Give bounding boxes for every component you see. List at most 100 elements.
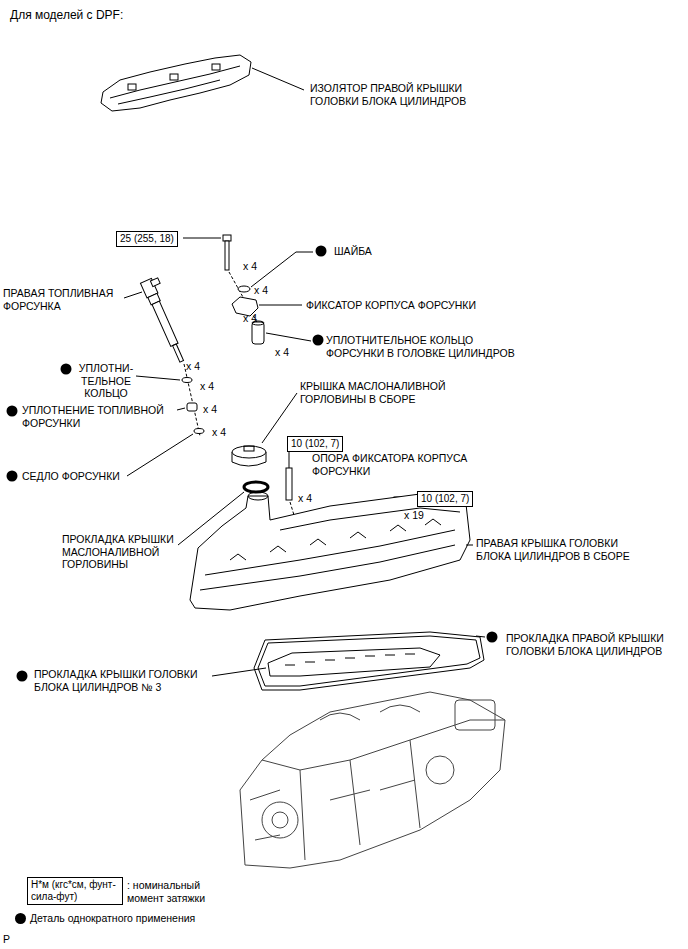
engine-figure bbox=[250, 780, 415, 840]
injector-part bbox=[150, 278, 160, 287]
quantity-label: x 4 bbox=[254, 284, 268, 297]
single-use-mark bbox=[487, 632, 498, 643]
o-ring-part bbox=[182, 378, 192, 383]
leader-line bbox=[476, 636, 485, 637]
torque-value: 25 (255, 18) bbox=[120, 233, 174, 245]
gasket3-part bbox=[268, 648, 440, 676]
center-line bbox=[184, 364, 200, 436]
leader-line bbox=[252, 68, 304, 90]
cover-part bbox=[200, 545, 455, 590]
quantity-label: x 4 bbox=[243, 260, 257, 273]
insulator-part bbox=[101, 55, 251, 111]
leader-line bbox=[259, 305, 302, 306]
part-label: УПЛОТНЕНИЕ ТОПЛИВНОЙ ФОРСУНКИ bbox=[22, 404, 174, 429]
single-use-mark bbox=[313, 335, 324, 346]
part-label: УПЛОТНИТЕЛЬНОЕ КОЛЬЦО ФОРСУНКИ В ГОЛОВКЕ… bbox=[326, 334, 531, 359]
seat-part bbox=[194, 429, 204, 434]
single-use-mark bbox=[7, 246, 498, 682]
leader-line bbox=[251, 252, 313, 287]
single-use-mark bbox=[316, 246, 327, 257]
quantity-label: x 19 bbox=[404, 509, 424, 522]
torque-value: 10 (102, 7) bbox=[291, 438, 339, 450]
engine-figure bbox=[455, 700, 495, 730]
engine-figure bbox=[300, 770, 305, 860]
engine-figure bbox=[240, 692, 505, 868]
insulator-part bbox=[212, 64, 220, 70]
torque-value: Н*м (кгс*см, фунт- сила-фут) bbox=[31, 879, 119, 903]
quantity-label: x 4 bbox=[243, 312, 257, 325]
legend-torque-box: Н*м (кгс*см, фунт- сила-фут) bbox=[27, 877, 123, 905]
part-label: КРЫШКА МАСЛОНАЛИВНОЙ ГОРЛОВИНЫ В СБОРЕ bbox=[300, 380, 450, 405]
leader-line bbox=[266, 333, 311, 341]
cover-part bbox=[230, 519, 441, 560]
leader-line bbox=[183, 238, 221, 239]
ring-part bbox=[252, 322, 264, 344]
part-label: P bbox=[3, 933, 10, 946]
oil-cap-part bbox=[232, 446, 266, 466]
insulator-part bbox=[101, 55, 251, 111]
center-line bbox=[229, 272, 258, 324]
single-use-mark bbox=[61, 364, 72, 375]
single-use-mark bbox=[7, 471, 18, 482]
bolt-part bbox=[223, 235, 231, 270]
legend-text: Деталь однократного применения bbox=[30, 912, 195, 925]
ring-part bbox=[252, 321, 264, 344]
insulator-part bbox=[110, 66, 240, 98]
legend-text: : номинальный момент затяжки bbox=[127, 879, 227, 904]
oil-gasket-part bbox=[244, 482, 268, 492]
part-label: ПРОКЛАДКА КРЫШКИ МАСЛОНАЛИВНОЙ ГОРЛОВИНЫ bbox=[62, 533, 182, 571]
part-label: ПРОКЛАДКА ПРАВОЙ КРЫШКИ ГОЛОВКИ БЛОКА ЦИ… bbox=[506, 632, 684, 657]
leader-line bbox=[466, 545, 473, 546]
leader-line bbox=[177, 408, 185, 410]
injector-part bbox=[140, 276, 192, 364]
leader-line bbox=[289, 452, 290, 468]
torque-value: 10 (102, 7) bbox=[421, 493, 469, 505]
part-label: УПЛОТНИ- ТЕЛЬНОЕ КОЛЬЦО bbox=[74, 362, 138, 400]
engine-figure bbox=[410, 740, 420, 828]
insulator-part bbox=[170, 74, 178, 80]
engine-figure bbox=[426, 756, 454, 784]
engine-figure bbox=[262, 802, 298, 838]
quantity-label: x 4 bbox=[200, 380, 214, 393]
gasket-part bbox=[258, 636, 480, 686]
cover-part bbox=[205, 530, 455, 575]
oil-cap-part bbox=[244, 446, 254, 451]
cover-part bbox=[190, 494, 470, 610]
engine-figure bbox=[262, 720, 505, 770]
part-label: ПРАВАЯ ТОПЛИВНАЯ ФОРСУНКА bbox=[3, 287, 128, 312]
leader-line bbox=[124, 292, 142, 298]
engine-figure bbox=[320, 705, 420, 720]
quantity-label: x 4 bbox=[186, 360, 200, 373]
single-use-mark bbox=[17, 671, 28, 682]
gasket3-part bbox=[285, 654, 415, 665]
part-label: ФИКСАТОР КОРПУСА ФОРСУНКИ bbox=[306, 299, 476, 312]
single-use-mark bbox=[7, 406, 18, 417]
oil-cap-part bbox=[232, 446, 266, 458]
leader-line bbox=[127, 434, 193, 476]
insulator-part bbox=[128, 84, 136, 90]
engine-figure bbox=[350, 760, 360, 845]
quantity-label: x 4 bbox=[212, 426, 226, 439]
engine-figure bbox=[272, 812, 288, 828]
part-label: ИЗОЛЯТОР ПРАВОЙ КРЫШКИ ГОЛОВКИ БЛОКА ЦИЛ… bbox=[310, 82, 490, 107]
leader-line bbox=[212, 668, 266, 676]
quantity-label: x 4 bbox=[298, 492, 312, 505]
part-label: ПРОКЛАДКА КРЫШКИ ГОЛОВКИ БЛОКА ЦИЛИНДРОВ… bbox=[34, 668, 216, 693]
torque-box: 25 (255, 18) bbox=[116, 231, 178, 247]
engine-figure bbox=[240, 692, 505, 868]
washer-part bbox=[238, 286, 250, 292]
quantity-label: x 4 bbox=[203, 403, 217, 416]
injector-part bbox=[152, 301, 178, 346]
cover-part bbox=[190, 492, 470, 610]
diagram-title: Для моделей с DPF: bbox=[10, 8, 123, 22]
leader-line bbox=[136, 376, 180, 380]
gasket-part bbox=[254, 632, 484, 690]
part-label: ШАЙБА bbox=[334, 245, 372, 258]
bolt-part bbox=[225, 241, 229, 270]
cover-part bbox=[248, 492, 268, 500]
torque-box: 10 (102, 7) bbox=[417, 491, 473, 507]
part-label: ОПОРА ФИКСАТОРА КОРПУСА ФОРСУНКИ bbox=[312, 452, 484, 477]
part-label: ПРАВАЯ КРЫШКА ГОЛОВКИ БЛОКА ЦИЛИНДРОВ В … bbox=[476, 537, 652, 562]
injector-part bbox=[173, 344, 184, 362]
